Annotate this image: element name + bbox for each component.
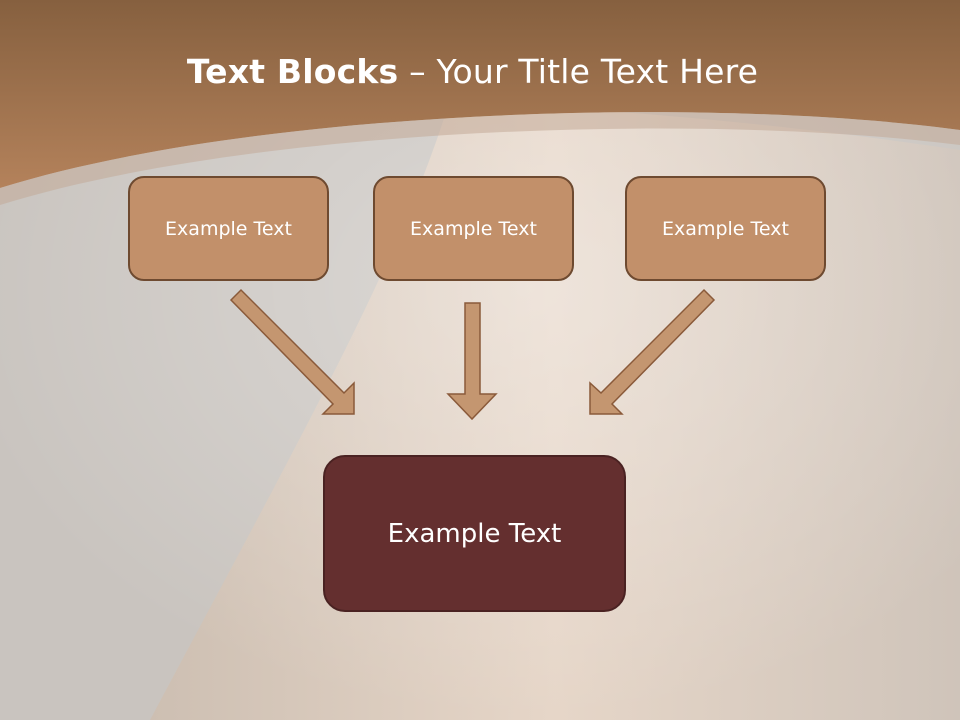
title-bold: Text Blocks xyxy=(186,52,399,91)
example-text-block-3[interactable]: Example Text xyxy=(625,176,826,281)
title-rest: Your Title Text Here xyxy=(436,52,759,91)
example-text-block-1[interactable]: Example Text xyxy=(128,176,329,281)
arrow-center xyxy=(446,302,498,421)
header-band xyxy=(0,0,960,188)
title-separator: – xyxy=(398,52,437,91)
arrow-right xyxy=(589,288,716,415)
arrow-left xyxy=(229,288,355,415)
block-label: Example Text xyxy=(165,217,292,240)
block-label: Example Text xyxy=(662,217,789,240)
header-curve xyxy=(0,112,960,205)
result-label: Example Text xyxy=(387,518,562,549)
slide-title: Text Blocks – Your Title Text Here xyxy=(0,52,945,91)
block-label: Example Text xyxy=(410,217,537,240)
result-text-block[interactable]: Example Text xyxy=(323,455,626,612)
example-text-block-2[interactable]: Example Text xyxy=(373,176,574,281)
